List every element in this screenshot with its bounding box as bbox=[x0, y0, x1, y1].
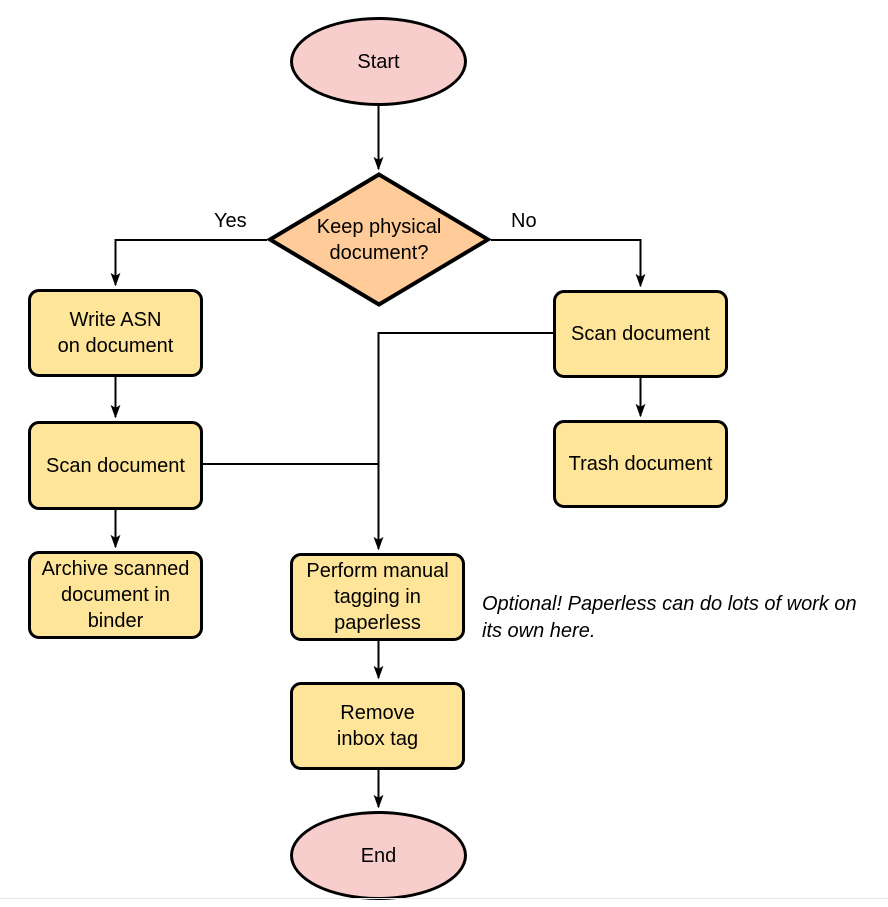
node-archive-binder-label: Archive scanned document in binder bbox=[41, 558, 190, 632]
node-decision-label: Keep physical document? bbox=[316, 215, 442, 264]
edge-scan-right-to-tagging bbox=[379, 332, 553, 549]
node-end-label: End bbox=[360, 844, 397, 867]
node-scan-document-left-label: Scan document bbox=[46, 454, 185, 477]
node-write-asn: Write ASN on document bbox=[28, 289, 203, 377]
edge-decision-to-scan-right bbox=[491, 239, 641, 286]
node-start-label: Start bbox=[357, 50, 400, 73]
node-write-asn-label: Write ASN on document bbox=[57, 309, 174, 357]
node-archive-binder: Archive scanned document in binder bbox=[28, 551, 203, 639]
node-trash-document: Trash document bbox=[553, 420, 728, 508]
edge-label-yes: Yes bbox=[212, 210, 249, 233]
node-manual-tagging: Perform manual tagging in paperless bbox=[290, 553, 465, 641]
node-end: End bbox=[290, 811, 467, 900]
edge-label-no: No bbox=[509, 210, 539, 233]
node-scan-document-right: Scan document bbox=[553, 290, 728, 378]
node-scan-document-left: Scan document bbox=[28, 421, 203, 510]
node-trash-document-label: Trash document bbox=[568, 453, 713, 475]
node-manual-tagging-label: Perform manual tagging in paperless bbox=[306, 560, 449, 634]
node-start: Start bbox=[290, 17, 467, 106]
decision-diamond-shape bbox=[267, 172, 491, 307]
edge-decision-to-write-asn bbox=[116, 239, 267, 285]
page-divider bbox=[0, 898, 888, 899]
node-remove-inbox-tag: Remove inbox tag bbox=[290, 682, 465, 770]
annotation-note: Optional! Paperless can do lots of work … bbox=[482, 593, 857, 642]
node-scan-document-right-label: Scan document bbox=[571, 323, 710, 345]
node-decision: Keep physical document? bbox=[267, 172, 491, 307]
node-remove-inbox-tag-label: Remove inbox tag bbox=[336, 702, 419, 750]
